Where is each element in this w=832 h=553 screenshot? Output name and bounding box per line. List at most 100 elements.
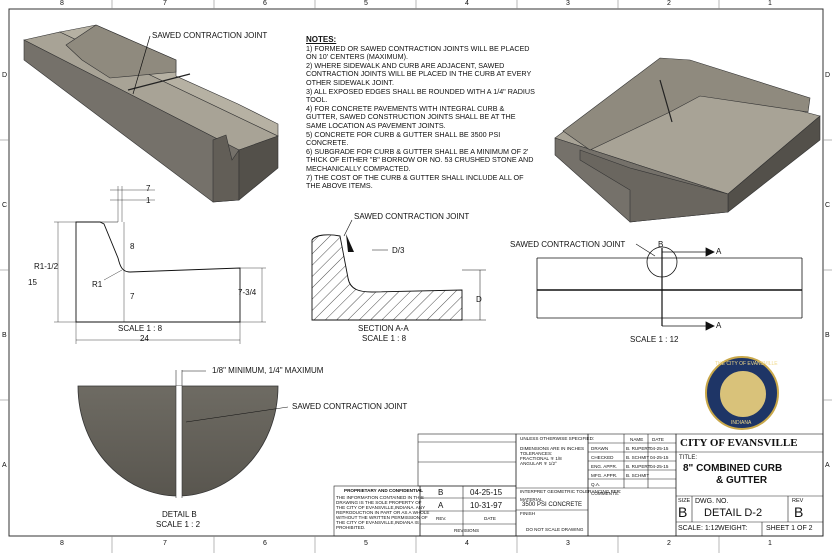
plan-view [536,243,803,331]
col-label: 4 [465,0,469,7]
dim-label: 8 [130,242,135,251]
notes-block: NOTES: 1) FORMED OR SAWED CONTRACTION JO… [306,35,536,191]
row-label: A [825,462,830,469]
tb-eng-date: 04-25-15 [650,464,669,469]
col-label: 7 [163,540,167,547]
tb-material-label: MATERIAL [520,497,543,502]
proprietary-line: THE CITY OF EVANSVILLE,INDIANA IS [336,520,419,525]
drawing-title-line1: 8" COMBINED CURB [683,463,783,474]
tb-name-header: NAME [630,437,644,442]
dim-label: D/3 [392,246,405,255]
rev-row-date: 04-25-15 [470,488,503,497]
col-label: 8 [60,0,64,7]
rev-row-rev: B [438,488,444,497]
weight-label: WEIGHT: [718,525,748,532]
callout-sawed-joint-plan: SAWED CONTRACTION JOINT [510,240,626,249]
rev-header: REV. [436,516,447,521]
tb-checked-name: B. SCHMIT [626,455,650,460]
col-label: 2 [667,0,671,7]
note-item: 4) FOR CONCRETE PAVEMENTS WITH INTEGRAL … [306,103,516,130]
dim-label: D [476,295,482,304]
dim-label: 24 [140,334,149,343]
dim-label: 1 [146,196,151,205]
tb-dims: DIMENSIONS ARE IN INCHES [520,446,585,451]
col-label: 2 [667,540,671,547]
tb-comments: COMMENTS: [591,491,620,496]
title-block-frame [333,433,824,537]
detail-marker: B [658,240,664,249]
tb-eng: ENG. APPR. [591,464,618,469]
rev-date-header: DATE [484,516,496,521]
tb-drawn-name: B. RUPERT [626,446,651,451]
size-value: B [678,504,688,520]
proprietary-line: WITHOUT THE WRITTEN PERMISSION OF [336,515,428,520]
note-item: 7) THE COST OF THE CURB & GUTTER SHALL I… [306,172,524,191]
tb-drawn-date: 04-25-15 [650,446,669,451]
col-label: 5 [364,540,368,547]
leader-iso [132,35,151,95]
row-label: B [825,332,830,339]
col-label: 5 [364,0,368,7]
tb-ang: ANGULAR ∓ 1/2° [520,461,557,466]
tb-checked: CHECKED [591,455,614,460]
tb-interp: INTERPRET GEOMETRIC TOLERANCING PER: [520,489,622,494]
note-item: 6) SUBGRADE FOR CURB & GUTTER SHALL BE A… [306,146,534,173]
dim-label: 7-3/4 [238,288,257,297]
section-title: SECTION A-A [358,324,409,333]
dim-label: 15 [28,278,37,287]
col-label: 8 [60,540,64,547]
seal-inner [719,370,767,418]
dim-label: 7 [130,292,135,301]
row-label: D [2,72,8,79]
revisions-label: REVISIONS [454,528,480,533]
scale-value: SCALE: 1:12 [678,525,719,532]
callout-joint-width: 1/8" MINIMUM, 1/4" MAXIMUM [212,366,324,375]
tb-eng-name: B. RUPERT [626,464,651,469]
col-label: 3 [566,540,570,547]
row-label: C [825,202,831,209]
col-label: 6 [263,0,267,7]
title-label: TITLE: [679,455,698,461]
scale-label: SCALE 1 : 8 [118,324,163,333]
curb-profile [54,186,266,344]
section-marker: A [716,247,722,256]
col-label: 1 [768,0,772,7]
dim-label: 7 [146,184,151,193]
section-a-a [311,219,486,321]
rev-value: B [794,504,804,520]
detail-b [77,370,289,498]
col-label: 7 [163,0,167,7]
tb-no-scale: DO NOT SCALE DRAWING [526,527,584,532]
section-marker: A [716,321,722,330]
scale-label: SCALE 1 : 8 [362,334,407,343]
proprietary-line: THE CITY OF EVANSVILLE,INDIANA. ANY [336,505,426,510]
iso-view-left [23,24,279,203]
proprietary-title: PROPRIETARY AND CONFIDENTIAL [344,488,424,493]
seal-text-bottom: INDIANA [731,420,752,426]
tb-frac: FRACTIONAL ∓ 1/8 [520,456,562,461]
tb-mfg-name: B. SCHMIT [626,473,650,478]
row-label: B [2,332,7,339]
tb-date-header: DATE [652,437,664,442]
dim-label: R1-1/2 [34,262,59,271]
detail-title: DETAIL B [162,510,197,519]
seal-text-top: THE CITY OF EVANSVILLE [715,361,778,367]
tb-unless: UNLESS OTHERWISE SPECIFIED: [520,436,595,441]
notes-heading: NOTES: [306,35,337,44]
callout-sawed-joint-section: SAWED CONTRACTION JOINT [354,212,470,221]
rev-row-rev: A [438,501,444,510]
tb-checked-date: 04-25-15 [650,455,669,460]
proprietary-line: DRAWING IS THE SOLE PROPERTY OF [336,500,422,505]
note-item: 5) CONCRETE FOR CURB & GUTTER SHALL BE 3… [306,129,501,148]
rev-label: REV [792,498,804,504]
row-label: A [2,462,7,469]
col-label: 6 [263,540,267,547]
scale-label: SCALE 1 : 12 [630,335,679,344]
tb-finish: FINISH [520,511,536,516]
note-item: 2) WHERE SIDEWALK AND CURB ARE ADJACENT,… [306,60,532,87]
callout-sawed-joint-iso: SAWED CONTRACTION JOINT [152,31,268,40]
col-label: 4 [465,540,469,547]
sheet-number: SHEET 1 OF 2 [766,525,813,532]
